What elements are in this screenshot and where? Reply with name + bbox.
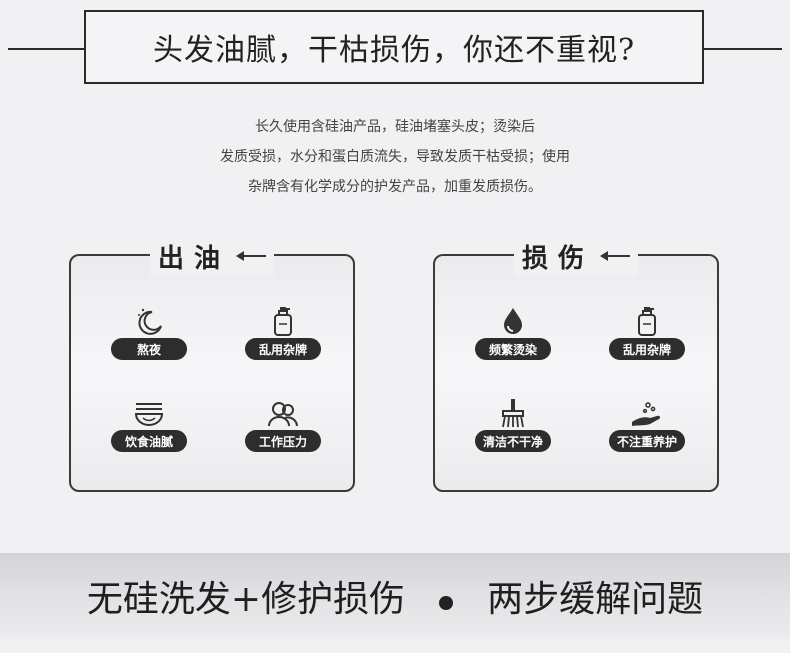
header-line-left <box>8 48 86 50</box>
cause-label: 熬夜 <box>111 338 187 360</box>
description-line: 长久使用含硅油产品，硅油堵塞头皮；烫染后 <box>255 119 535 135</box>
cause-label: 频繁烫染 <box>475 338 551 360</box>
description-line: 杂牌含有化学成分的护发产品，加重发质损伤。 <box>248 179 542 195</box>
arrow-left-icon <box>600 251 631 261</box>
brush-icon <box>473 396 553 428</box>
cause-item: 清洁不干净 <box>473 396 553 452</box>
panel-oily-header: 出油 <box>149 236 275 276</box>
cause-item: 乱用杂牌 <box>243 304 323 360</box>
cause-label: 清洁不干净 <box>475 430 551 452</box>
drop-icon <box>473 304 553 336</box>
description-line: 发质受损，水分和蛋白质流失，导致发质干枯受损；使用 <box>220 149 570 165</box>
cause-item: 熬夜 <box>109 304 189 360</box>
cause-label: 工作压力 <box>245 430 321 452</box>
panel-oily: 出油 熬夜 乱用杂牌 <box>69 236 355 492</box>
cause-item: 工作压力 <box>243 396 323 452</box>
page-title: 头发油腻，干枯损伤，你还不重视? <box>152 33 636 68</box>
title-box: 头发油腻，干枯损伤，你还不重视? <box>84 10 704 84</box>
bowl-icon <box>109 396 189 428</box>
cause-label: 饮食油腻 <box>111 430 187 452</box>
cause-label: 乱用杂牌 <box>245 338 321 360</box>
cause-item: 饮食油腻 <box>109 396 189 452</box>
description: 长久使用含硅油产品，硅油堵塞头皮；烫染后 发质受损，水分和蛋白质流失，导致发质干… <box>0 112 790 202</box>
footer-right-text: 两步缓解问题 <box>487 579 704 620</box>
panel-oily-title: 出油 <box>157 243 231 274</box>
panel-damage: 损伤 频繁烫染 乱用杂牌 <box>433 236 719 492</box>
cause-item: 不注重养护 <box>607 396 687 452</box>
bottle-icon <box>607 304 687 336</box>
panel-damage-header: 损伤 <box>513 236 639 276</box>
panel-damage-title: 损伤 <box>521 243 595 274</box>
hand-icon <box>607 396 687 428</box>
header-line-right <box>702 48 782 50</box>
cause-item: 频繁烫染 <box>473 304 553 360</box>
people-icon <box>243 396 323 428</box>
footer-banner: 无硅洗发+修护损伤 两步缓解问题 <box>0 553 790 639</box>
moon-icon <box>109 304 189 336</box>
cause-label: 不注重养护 <box>609 430 685 452</box>
arrow-left-icon <box>236 251 267 261</box>
bottle-icon <box>243 304 323 336</box>
cause-item: 乱用杂牌 <box>607 304 687 360</box>
cause-label: 乱用杂牌 <box>609 338 685 360</box>
bullet-dot <box>439 596 454 610</box>
footer-left-text: 无硅洗发+修护损伤 <box>86 579 406 620</box>
